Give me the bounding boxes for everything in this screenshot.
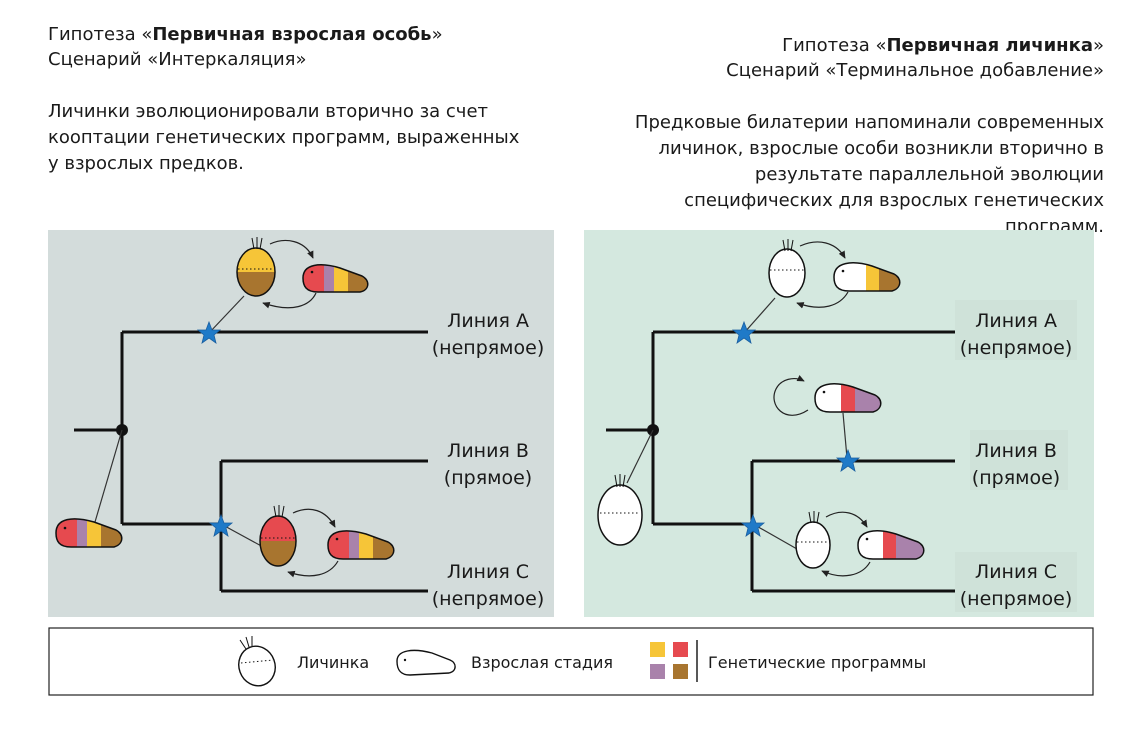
left-lineage-b-name: Линия B [447,440,529,462]
right-hypothesis-title: Гипотеза «Первичная личинка» [782,35,1104,56]
right-header: Гипотеза «Первичная личинка» Сценарий «Т… [726,33,1104,83]
left-hypothesis-title: Гипотеза «Первичная взрослая особь» [48,24,443,45]
right-star-middle [835,448,861,472]
right-lineage-c-type: (непрямое) [960,588,1073,610]
legend-larva-label: Личинка [297,653,369,672]
left-lineage-c-name: Линия C [447,561,529,583]
right-lineage-a-type: (непрямое) [960,337,1073,359]
legend-programs-label: Генетические программы [708,653,926,672]
right-lineage-b-type: (прямое) [972,467,1060,489]
larva-icon [238,636,276,687]
right-scenario: Сценарий «Терминальное добавление» [726,60,1104,81]
legend-adult-label: Взрослая стадия [471,653,613,672]
adult-icon [396,649,456,676]
left-lineage-b-type: (прямое) [444,467,532,489]
right-description: Предковые билатерии напоминали современн… [634,112,1104,237]
left-ancestral-adult [55,518,123,548]
left-panel [48,230,554,617]
left-hypothesis-name: Первичная взрослая особь [152,24,432,45]
left-lineage-c-type: (непрямое) [432,588,545,610]
left-lineage-a-type: (непрямое) [432,337,545,359]
left-header: Гипотеза «Первичная взрослая особь» Сцен… [48,22,443,72]
right-lineage-a-name: Линия A [975,310,1057,332]
right-hypothesis-name: Первичная личинка [886,35,1093,56]
genetic-programs-icon [650,640,698,682]
right-star-top [731,320,757,344]
left-lineage-a-name: Линия A [447,310,529,332]
left-scenario: Сценарий «Интеркаляция» [48,49,307,70]
left-star-top [196,320,222,344]
left-star-bottom [208,513,234,537]
right-lineage-c-name: Линия C [975,561,1057,583]
legend-box [48,627,1094,696]
right-star-bottom [740,513,766,537]
right-ancestral-larva [597,474,643,546]
right-lineage-b-name: Линия B [975,440,1057,462]
left-description: Личинки эволюционировали вторично за сче… [48,101,520,174]
right-bottom-cycle [795,511,925,577]
